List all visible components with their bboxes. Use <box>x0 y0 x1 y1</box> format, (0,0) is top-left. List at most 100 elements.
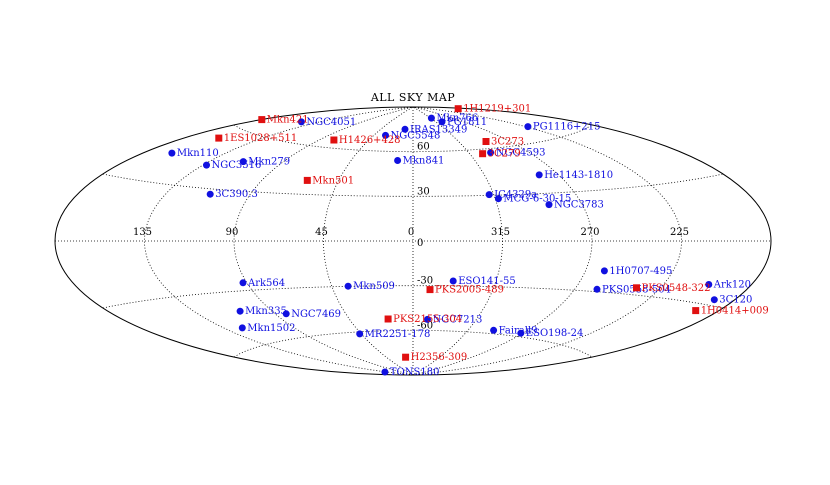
source-label: Mkn110 <box>177 148 219 159</box>
blue-source-marker <box>282 310 290 318</box>
lat-label: 0 <box>417 238 423 249</box>
blue-source-marker <box>203 161 210 169</box>
blue-source-marker <box>517 329 525 337</box>
source-label: IC4329a <box>494 190 537 201</box>
source-label: IRAS13349 <box>410 124 467 135</box>
lat-label: -30 <box>417 276 433 287</box>
red-source-marker <box>692 307 700 315</box>
red-source-marker <box>384 315 392 323</box>
source-label: Mkn766 <box>436 113 478 124</box>
blue-source-marker <box>382 131 389 139</box>
source-label: Mkn501 <box>312 175 354 186</box>
red-source-marker <box>215 134 223 142</box>
red-source-marker <box>482 138 490 145</box>
source-label: 1H1219+301 <box>463 104 531 115</box>
red-source-marker <box>633 284 640 292</box>
source-label: NGC7213 <box>433 314 483 325</box>
source-label: PG1116+215 <box>533 122 601 133</box>
blue-source-marker <box>297 118 305 126</box>
blue-source-marker <box>545 201 553 209</box>
source-label: Ark564 <box>247 278 285 289</box>
lon-label: 45 <box>315 227 328 238</box>
chart-title: ALL SKY MAP <box>370 91 455 104</box>
source-label: Fairall9 <box>499 325 538 336</box>
source-label: NGC3516 <box>212 160 262 171</box>
blue-source-marker <box>238 324 246 332</box>
red-source-marker <box>479 150 487 158</box>
blue-source-marker <box>490 326 498 334</box>
source-label: Mkn1502 <box>247 323 295 334</box>
blue-source-marker <box>449 277 457 285</box>
blue-source-marker <box>494 195 502 203</box>
source-label: PKS0548-322 <box>642 283 711 294</box>
source-label: PKS2005-489 <box>435 285 504 296</box>
source-label: H1426+428 <box>339 135 401 146</box>
red-source-marker <box>402 353 410 361</box>
source-label: TONS180 <box>390 367 440 378</box>
source-label: Mkn279 <box>248 157 290 168</box>
source-label: He1143-1810 <box>544 170 613 181</box>
blue-source-marker <box>438 118 446 126</box>
source-label: Mkn509 <box>353 281 395 292</box>
source-label: Mkn841 <box>403 156 445 167</box>
source-label: 3C279 <box>488 149 521 160</box>
blue-source-marker <box>485 191 493 199</box>
blue-source-marker <box>424 315 431 323</box>
red-source-marker <box>426 286 434 294</box>
meridian-line <box>412 106 593 376</box>
blue-source-marker <box>168 149 176 157</box>
lon-label: 225 <box>670 227 689 238</box>
source-label: MCG-6-30-15 <box>503 194 571 205</box>
blue-source-marker <box>710 296 718 304</box>
source-label: 3C390.3 <box>215 189 258 200</box>
red-source-marker <box>258 116 266 124</box>
source-label: Mkn421 <box>267 115 309 126</box>
red-source-marker <box>303 176 311 184</box>
meridian-line <box>233 106 414 376</box>
lon-label: 270 <box>580 227 599 238</box>
blue-source-marker <box>401 125 409 133</box>
source-label: H2356-309 <box>411 352 468 363</box>
lon-label: 90 <box>226 227 239 238</box>
lat-label: -60 <box>417 320 433 331</box>
blue-source-marker <box>236 307 244 315</box>
blue-source-marker <box>427 114 435 122</box>
blue-source-marker <box>524 123 532 131</box>
source-label: 3C120 <box>719 295 752 306</box>
source-label: NGC4593 <box>496 148 546 159</box>
blue-source-marker <box>600 267 608 275</box>
source-label: ESO198-24 <box>526 328 584 339</box>
source-label: PG1811 <box>447 117 487 128</box>
blue-source-marker <box>344 282 352 290</box>
source-label: 1H0414+009 <box>701 306 769 317</box>
lon-label: 0 <box>408 227 414 238</box>
lat-label: 60 <box>417 142 430 153</box>
source-label: ESO141-55 <box>458 276 516 287</box>
lon-label: 315 <box>491 227 510 238</box>
blue-source-marker <box>206 190 214 198</box>
source-label: 1ES1028+511 <box>224 133 297 144</box>
source-label: MR2251-178 <box>365 329 431 340</box>
meridian-line <box>412 106 503 376</box>
source-label: NGC7469 <box>291 309 341 320</box>
blue-source-marker <box>593 285 601 293</box>
blue-source-marker <box>239 158 247 166</box>
source-label: 1H0707-495 <box>609 266 672 277</box>
blue-source-marker <box>487 149 495 156</box>
source-label: PKS2155-304 <box>393 314 462 325</box>
source-label: Ark120 <box>713 280 751 291</box>
blue-source-marker <box>356 330 364 338</box>
source-label: 3C273 <box>491 137 524 148</box>
blue-source-marker <box>239 279 247 287</box>
source-label: NGC5548 <box>391 130 441 141</box>
red-source-marker <box>330 136 338 144</box>
source-label: NGC4051 <box>306 117 356 128</box>
source-label: Mkn335 <box>245 306 287 317</box>
source-label: NGC3783 <box>554 200 604 211</box>
blue-source-marker <box>381 368 389 376</box>
red-source-marker <box>454 105 462 113</box>
blue-source-marker <box>535 171 543 179</box>
